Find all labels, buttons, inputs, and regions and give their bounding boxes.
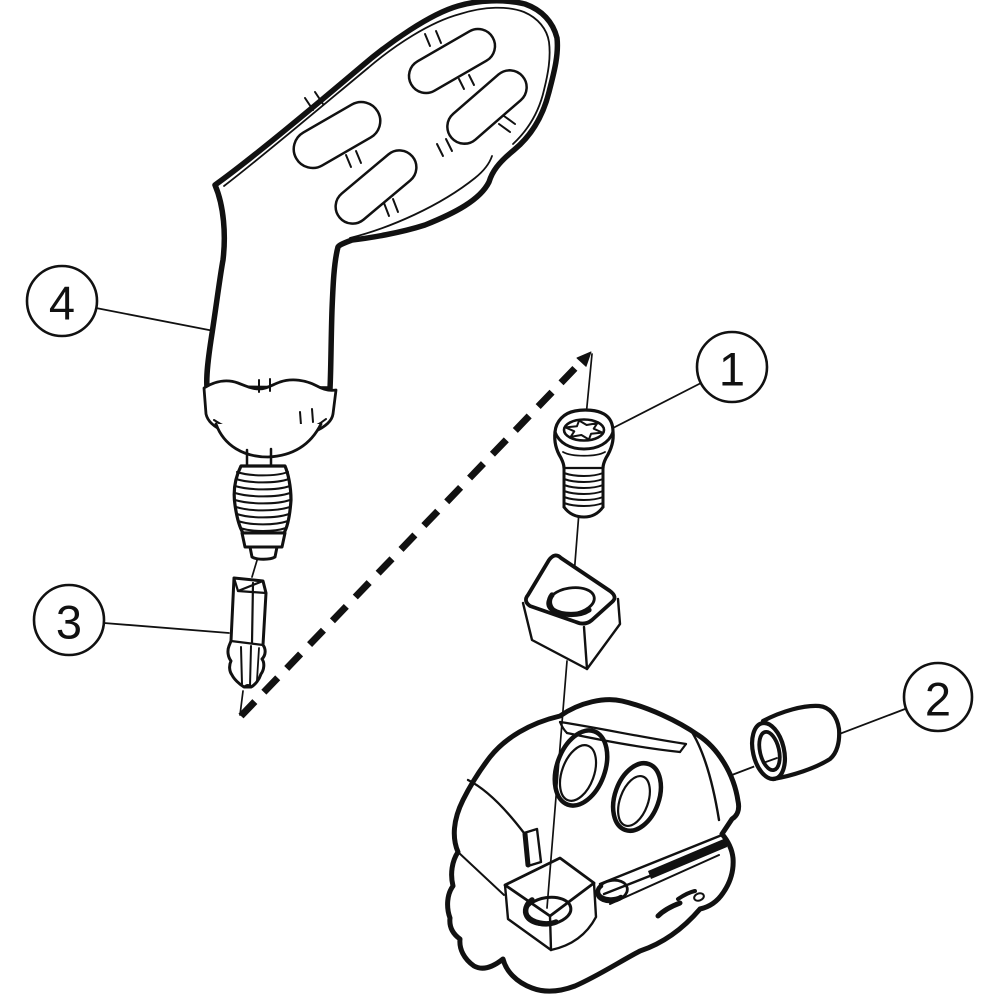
dashed-line xyxy=(238,359,584,719)
coolant-hole-icon xyxy=(610,761,664,833)
bit-facets xyxy=(229,576,268,647)
square-drive-stub xyxy=(245,447,273,469)
leader-line-3 xyxy=(103,622,230,634)
grip-pad xyxy=(292,100,382,170)
collar-dome xyxy=(214,422,323,459)
sleeve-bore-icon xyxy=(757,729,782,773)
body-left-facet-line xyxy=(457,851,505,896)
callout-2: 2 xyxy=(902,661,974,733)
torx-bit-illustration xyxy=(226,576,268,689)
chuck-tip xyxy=(248,545,279,561)
leader-line-2-through-bore xyxy=(762,757,778,764)
grip-pad-bridges xyxy=(304,30,516,217)
callout-4-number: 4 xyxy=(49,277,75,330)
callout-3: 3 xyxy=(32,583,106,657)
screw-head xyxy=(553,408,615,470)
tool-body-illustration xyxy=(445,697,742,994)
grip-pad xyxy=(334,149,418,225)
bit-torx-flutes xyxy=(240,645,260,688)
side-hole-shadow xyxy=(655,889,705,919)
sleeve-body xyxy=(760,703,842,782)
handle-chuck xyxy=(202,378,338,561)
screw-thread xyxy=(562,466,605,519)
torx-socket-icon xyxy=(562,418,606,442)
clamp-slot xyxy=(598,833,728,905)
arrowhead-icon xyxy=(576,351,592,367)
callout-2-number: 2 xyxy=(925,673,951,726)
insert-side-faces xyxy=(521,597,622,671)
sleeve-illustration xyxy=(749,703,842,782)
direction-dashed-arrow xyxy=(238,351,592,719)
handle-inner-contours xyxy=(223,6,551,239)
callout-3-number: 3 xyxy=(56,596,82,649)
chuck-ring xyxy=(240,531,287,549)
leader-line-4 xyxy=(95,307,215,332)
insert-hole-icon xyxy=(546,586,596,618)
insert-top-face xyxy=(524,553,617,626)
handle-illustration xyxy=(204,0,561,392)
body-outline xyxy=(445,697,742,994)
leader-line-1 xyxy=(612,382,702,429)
sleeve-face xyxy=(749,720,788,782)
grip-pads xyxy=(292,27,528,225)
callout-1: 1 xyxy=(695,330,769,404)
grip-pad xyxy=(407,27,497,95)
body-saddle-line xyxy=(466,778,526,835)
callout-4: 4 xyxy=(25,264,99,338)
callout-1-number: 1 xyxy=(719,343,745,396)
callouts: 1 2 3 4 xyxy=(25,264,974,733)
chuck-thread xyxy=(234,471,291,532)
screw-illustration xyxy=(553,408,615,519)
cutting-insert-illustration xyxy=(521,553,622,671)
assembly-centerline-lower xyxy=(546,660,568,909)
pocket-screw-hole-icon xyxy=(522,895,573,927)
grip-pad xyxy=(446,69,528,145)
bit-outline xyxy=(226,576,268,689)
body-right-rim xyxy=(688,727,721,822)
